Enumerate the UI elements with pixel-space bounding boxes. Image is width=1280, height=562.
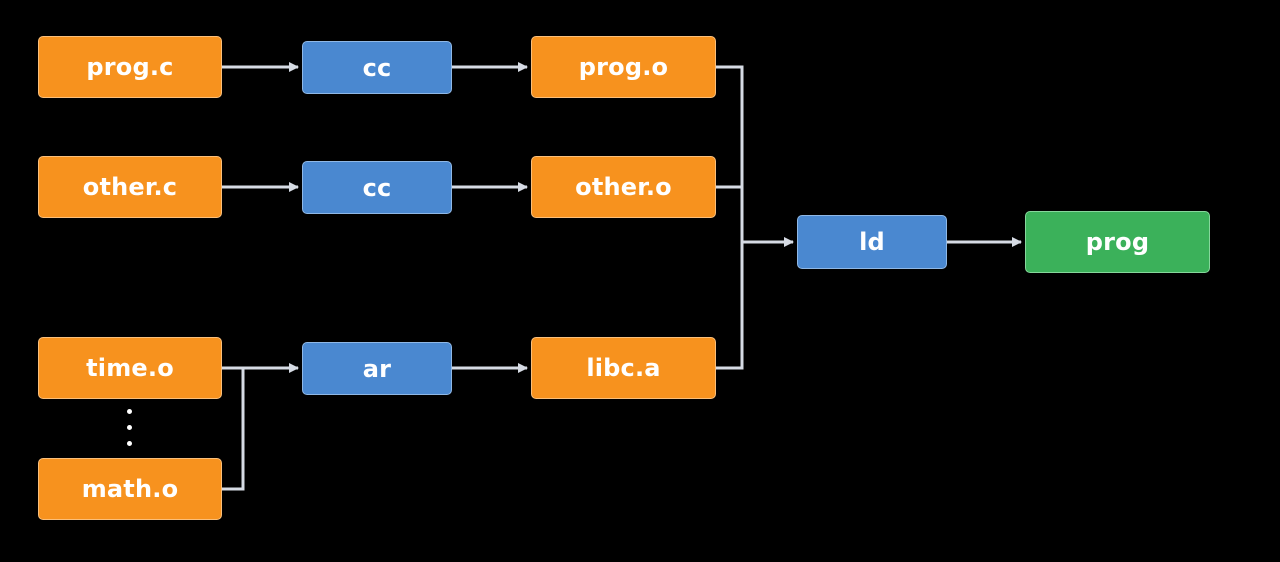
node-other-c: other.c [38, 156, 222, 218]
node-libc-a-label: libc.a [586, 354, 661, 382]
node-time-o: time.o [38, 337, 222, 399]
node-cc-other-label: cc [362, 173, 392, 202]
node-prog-o-label: prog.o [578, 53, 669, 81]
node-time-o-label: time.o [86, 354, 174, 382]
edge-math-o-to-ar [222, 368, 245, 491]
node-prog-output: prog [1025, 211, 1210, 273]
node-math-o-label: math.o [81, 475, 179, 503]
node-cc-prog: cc [302, 41, 452, 94]
node-ld-label: ld [859, 228, 885, 256]
node-ld: ld [797, 215, 947, 269]
node-prog-o: prog.o [531, 36, 716, 98]
edge-prog-o-to-bus [716, 65, 744, 370]
node-cc-other: cc [302, 161, 452, 214]
node-other-o: other.o [531, 156, 716, 218]
node-other-o-label: other.o [575, 173, 672, 201]
node-prog-output-label: prog [1085, 228, 1150, 256]
node-ar: ar [302, 342, 452, 395]
node-ar-label: ar [362, 354, 392, 383]
node-cc-prog-label: cc [362, 53, 392, 82]
node-other-c-label: other.c [82, 173, 178, 201]
node-libc-a: libc.a [531, 337, 716, 399]
node-math-o: math.o [38, 458, 222, 520]
node-prog-c-label: prog.c [86, 53, 174, 81]
node-prog-c: prog.c [38, 36, 222, 98]
